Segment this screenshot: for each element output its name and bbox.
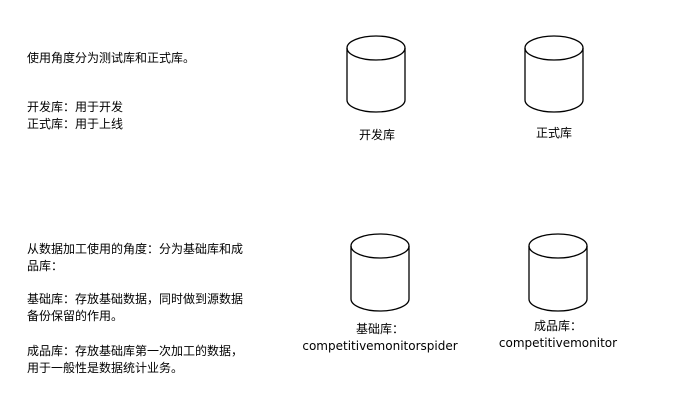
dev-database-body xyxy=(346,35,406,113)
base-database-label-name: competitivemonitorspider xyxy=(302,339,458,353)
prod-database-cylinder[interactable] xyxy=(524,35,584,113)
prod-database-body xyxy=(524,35,584,113)
definitions-text: 开发库：用于开发 正式库：用于上线 xyxy=(27,100,124,131)
base-database-top-rim xyxy=(350,245,410,259)
intro-text: 使用角度分为测试库和正式库。 xyxy=(27,51,196,65)
base-database-body xyxy=(350,233,410,312)
base-description-text: 基础库：存放基础数据，同时做到源数据备份保留的作用。 xyxy=(27,292,244,323)
product-database-label-title: 成品库： xyxy=(533,319,582,333)
dev-database-label: 开发库 xyxy=(358,128,395,142)
dev-database-top-rim xyxy=(346,47,406,61)
product-database-cylinder[interactable] xyxy=(528,233,588,312)
product-description-text: 成品库：存放基础库第一次加工的数据，用于一般性是数据统计业务。 xyxy=(27,344,244,375)
product-database-top-rim xyxy=(528,245,588,259)
product-database-label-name: competitivemonitor xyxy=(498,336,618,350)
prod-database-label: 正式库 xyxy=(535,126,572,140)
product-database-body xyxy=(528,233,588,312)
base-database-cylinder[interactable] xyxy=(350,233,410,312)
base-database-label-title: 基础库： xyxy=(355,322,404,336)
purpose-text: 从数据加工使用的角度：分为基础库和成品库： xyxy=(27,242,244,273)
dev-database-cylinder[interactable] xyxy=(346,35,406,113)
prod-database-top-rim xyxy=(524,47,584,61)
